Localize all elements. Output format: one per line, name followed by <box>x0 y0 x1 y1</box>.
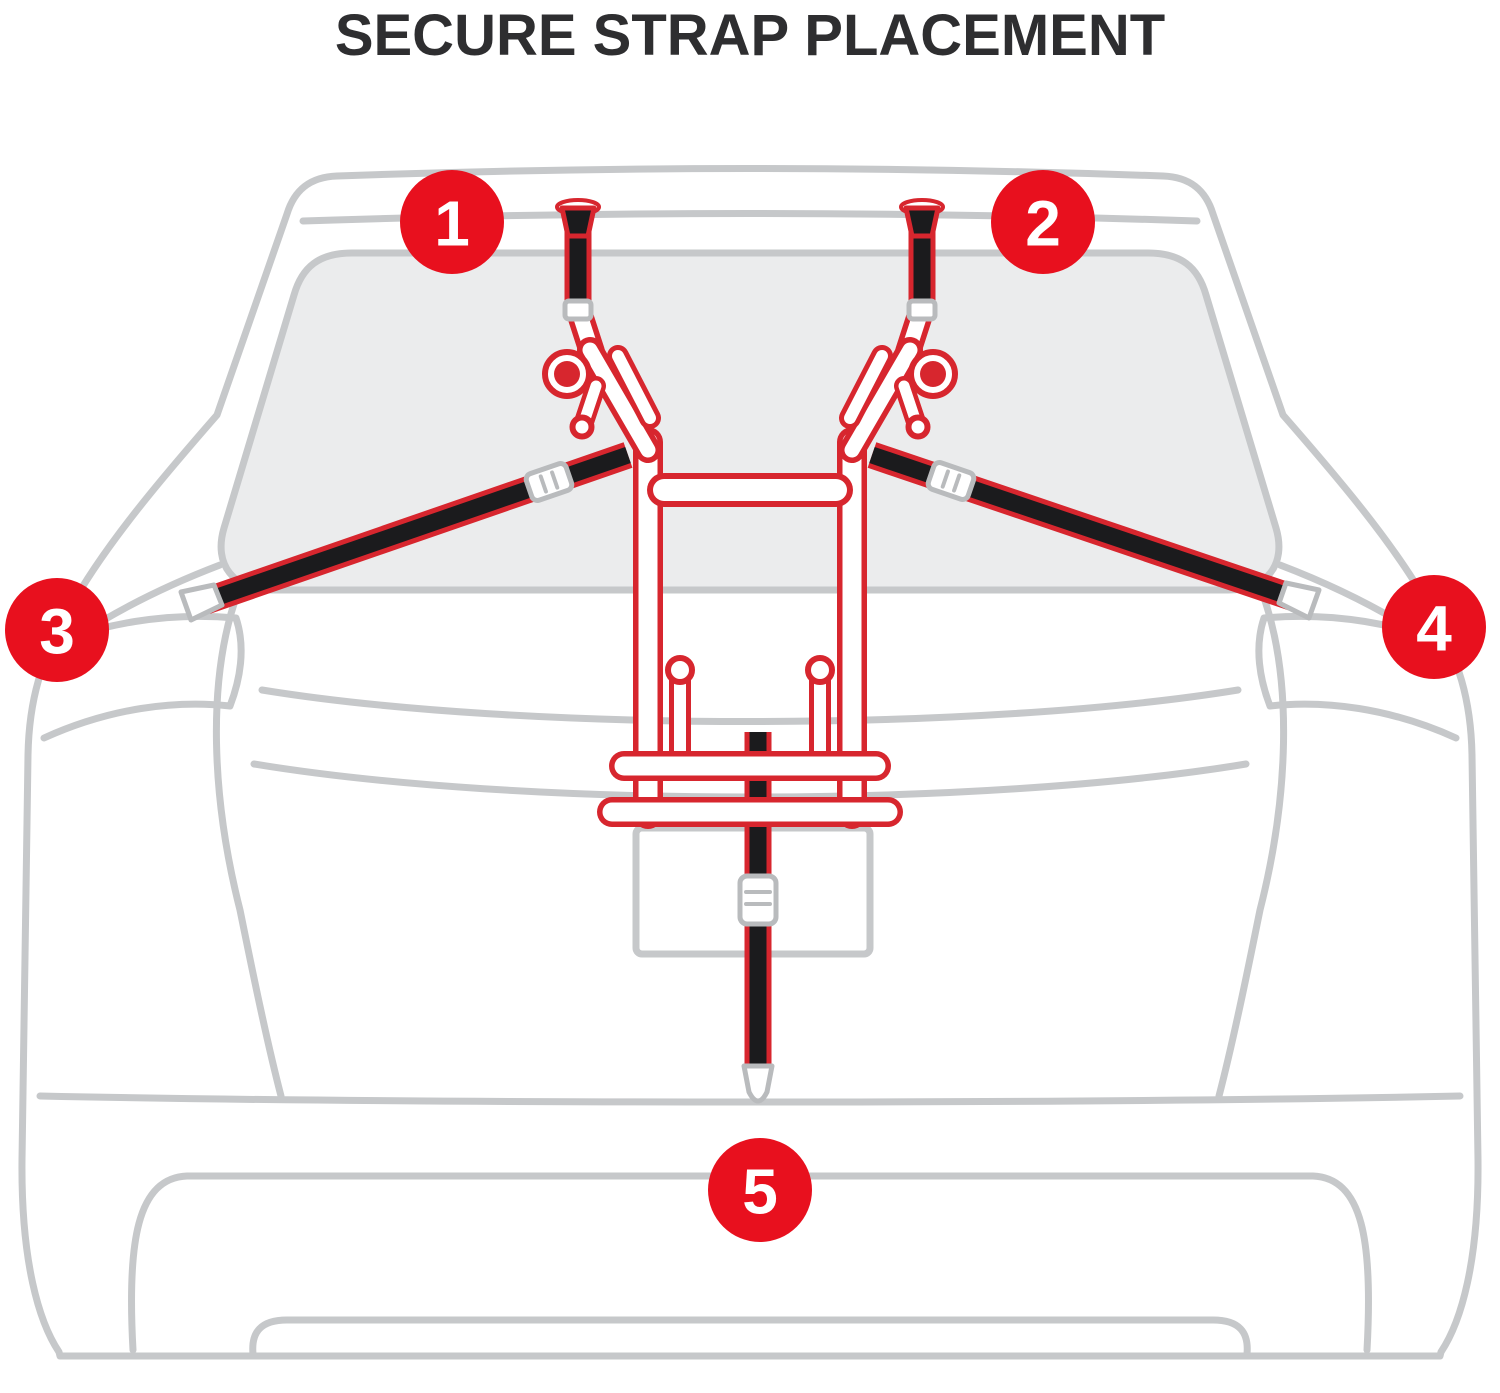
badge-4-number: 4 <box>1416 593 1452 665</box>
strap-hardware <box>178 298 1322 1104</box>
strap-1-ferrule <box>562 298 594 322</box>
bumper-lower-trim <box>249 1316 1251 1358</box>
rack-left-post-cap <box>665 655 695 685</box>
left-hatch-edge <box>212 588 285 1100</box>
strap-5-hook-cap <box>741 1063 775 1104</box>
callout-badge-4: 4 <box>1382 575 1486 679</box>
strap-4-buckle-slots <box>940 469 962 493</box>
rack-right-stub-cap <box>905 414 931 440</box>
strap-2-ferrule <box>906 298 938 322</box>
rack-left-diagonal <box>582 342 656 458</box>
strap-3-buckle <box>523 461 575 503</box>
strap-3-buckle-body <box>523 461 575 503</box>
right-taillight <box>1255 612 1470 742</box>
badge-5-number: 5 <box>742 1156 778 1228</box>
strap-4-buckle-body <box>925 460 977 502</box>
strap-5-buckle <box>737 873 779 927</box>
left-taillight <box>30 612 245 742</box>
badge-4-circle <box>1382 575 1486 679</box>
strap-3-hook-cap <box>178 582 225 623</box>
callout-badge-1: 1 <box>400 170 504 274</box>
badge-1-circle <box>400 170 504 274</box>
right-clamp-knob <box>920 361 946 387</box>
left-clamp-knob <box>554 361 580 387</box>
badge-1-number: 1 <box>434 188 470 260</box>
bike-rack <box>542 305 958 829</box>
callout-badge-3: 3 <box>5 578 109 682</box>
rack-right-post-cap <box>805 655 835 685</box>
strap-3-buckle-slots <box>538 470 560 494</box>
callout-badge-2: 2 <box>991 170 1095 274</box>
strap-2-hook-flare <box>903 205 941 239</box>
rack-left-stub-cap <box>569 414 595 440</box>
callout-badges: 1 2 3 4 5 <box>5 170 1486 1242</box>
rack-left-diagonal-2 <box>612 350 656 424</box>
badge-3-circle <box>5 578 109 682</box>
right-hatch-edge <box>1215 588 1288 1100</box>
strap-4-hook-cap <box>1276 580 1322 621</box>
strap-1-hook-flare <box>559 205 597 239</box>
badge-2-circle <box>991 170 1095 274</box>
page-title: SECURE STRAP PLACEMENT <box>334 3 1166 68</box>
strap-4-buckle <box>925 460 977 502</box>
badge-5-circle <box>708 1138 812 1242</box>
badge-2-number: 2 <box>1025 188 1061 260</box>
tailgate-crease-upper <box>258 686 1242 725</box>
rack-right-diagonal-2 <box>844 350 888 424</box>
callout-badge-5: 5 <box>708 1138 812 1242</box>
bumper-top-line <box>36 1092 1464 1106</box>
badge-3-number: 3 <box>39 596 75 668</box>
rack-right-diagonal <box>844 342 918 458</box>
strap-5-buckle-ridges <box>744 890 772 906</box>
